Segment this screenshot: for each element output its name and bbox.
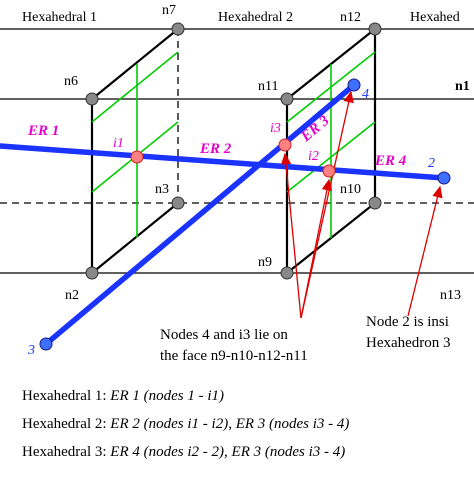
note-face-line2: the face n9-n10-n12-n11 <box>160 348 308 364</box>
label-n3: n3 <box>155 182 169 197</box>
arrow-to-i3 <box>280 152 302 319</box>
label-n2: n2 <box>65 288 79 303</box>
label-node4: 4 <box>362 87 369 102</box>
label-n9: n9 <box>258 255 272 270</box>
label-n1: n1 <box>455 79 470 94</box>
note-inside-line1: Node 2 is insi <box>366 314 449 330</box>
endpoint-node4 <box>347 78 361 92</box>
label-n13: n13 <box>440 288 461 303</box>
intersection-i1 <box>130 150 144 164</box>
node-n10 <box>368 196 382 210</box>
label-hexahedral-1: Hexahedral 1 <box>22 10 97 25</box>
node-n11 <box>280 92 294 106</box>
node-n12 <box>368 22 382 36</box>
arrow-to-node4 <box>300 90 354 319</box>
ray-er3 <box>43 82 357 347</box>
label-node2: 2 <box>428 156 435 171</box>
intersection-i3 <box>278 138 292 152</box>
label-er3: ER 3 <box>298 112 333 145</box>
label-n10: n10 <box>340 182 361 197</box>
endpoint-node3 <box>39 337 53 351</box>
label-n7: n7 <box>162 3 176 18</box>
note-face-line1: Nodes 4 and i3 lie on <box>160 327 288 343</box>
label-hexahedral-2: Hexahedral 2 <box>218 10 293 25</box>
label-er2: ER 2 <box>199 141 232 157</box>
label-node3: 3 <box>27 343 35 358</box>
node-n6 <box>85 92 99 106</box>
label-hexahedral-3: Hexahed <box>410 10 460 25</box>
label-er4: ER 4 <box>374 153 407 169</box>
arrow-to-node2 <box>407 185 443 317</box>
label-i3: i3 <box>270 121 281 136</box>
endpoint-node2 <box>437 171 451 185</box>
node-n2 <box>85 266 99 280</box>
label-n12: n12 <box>340 10 361 25</box>
edge-n6-n7 <box>91 28 179 100</box>
label-i1: i1 <box>113 136 124 151</box>
green-diagonal-hex1-upper <box>91 51 179 123</box>
node-n3 <box>171 196 185 210</box>
intersection-i2 <box>322 164 336 178</box>
label-er1: ER 1 <box>27 123 59 139</box>
label-i2: i2 <box>308 149 319 164</box>
green-diagonal-hex2-upper <box>286 51 376 123</box>
node-n9 <box>280 266 294 280</box>
ray-er1-er2-er4 <box>0 143 447 181</box>
edge-n2-n3 <box>91 202 179 274</box>
note-inside-line2: Hexahedron 3 <box>366 335 451 351</box>
green-diagonal-hex2-lower <box>286 121 376 193</box>
node-n7 <box>171 22 185 36</box>
label-n6: n6 <box>64 74 78 89</box>
label-n11: n11 <box>258 79 278 94</box>
